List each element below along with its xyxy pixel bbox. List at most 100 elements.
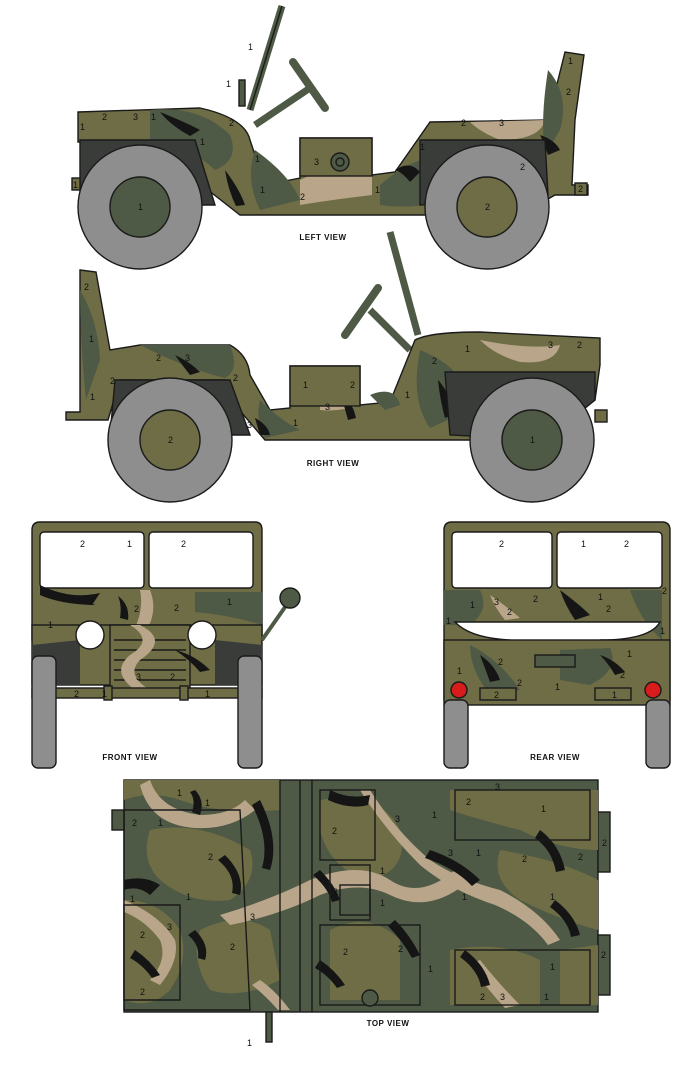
color-number-label: 2 xyxy=(350,380,355,390)
color-number-label: 2 xyxy=(566,87,571,97)
side-mirror xyxy=(279,587,301,609)
color-number-label: 1 xyxy=(568,56,573,66)
color-number-label: 2 xyxy=(398,944,403,954)
left-view-caption: LEFT VIEW xyxy=(299,233,346,242)
color-number-label: 3 xyxy=(395,814,400,824)
color-number-label: 3 xyxy=(500,992,505,1002)
front-right-tire xyxy=(237,655,263,769)
color-number-label: 1 xyxy=(151,112,156,122)
color-number-label: 1 xyxy=(462,892,467,902)
color-number-label: 1 xyxy=(375,185,380,195)
right-rear-hub xyxy=(501,409,563,471)
color-number-label: 1 xyxy=(90,392,95,402)
right-front-hub xyxy=(139,409,201,471)
color-number-label: 2 xyxy=(102,112,107,122)
color-number-label: 1 xyxy=(200,137,205,147)
color-number-label: 1 xyxy=(627,649,632,659)
color-number-label: 3 xyxy=(548,340,553,350)
top-antenna-mount xyxy=(265,1011,273,1043)
color-number-label: 2 xyxy=(230,942,235,952)
steering-column xyxy=(367,307,413,353)
color-number-label: 2 xyxy=(578,852,583,862)
color-number-label: 3 xyxy=(250,912,255,922)
color-number-label: 1 xyxy=(248,42,253,52)
color-number-label: 1 xyxy=(598,592,603,602)
color-number-label: 2 xyxy=(577,340,582,350)
rear-view-color-labels: 2 1 2 1 3 2 2 1 2 1 2 1 2 1 2 2 1 1 2 1 xyxy=(446,539,667,700)
color-number-label: 1 xyxy=(205,798,210,808)
color-number-label: 1 xyxy=(102,689,107,699)
antenna xyxy=(386,231,422,336)
color-number-label: 1 xyxy=(550,892,555,902)
color-number-label: 1 xyxy=(48,620,53,630)
rear-windshield-right xyxy=(556,531,663,589)
color-number-label: 3 xyxy=(495,782,500,792)
color-number-label: 1 xyxy=(432,810,437,820)
color-number-label: 2 xyxy=(466,797,471,807)
color-number-label: 1 xyxy=(476,848,481,858)
color-number-label: 1 xyxy=(446,616,451,626)
front-bumper xyxy=(31,687,263,699)
color-number-label: 1 xyxy=(303,380,308,390)
color-number-label: 2 xyxy=(156,353,161,363)
color-number-label: 1 xyxy=(465,344,470,354)
right-seat xyxy=(289,365,361,407)
rear-hitch xyxy=(534,654,576,668)
color-number-label: 2 xyxy=(507,607,512,617)
steering-wheel xyxy=(341,284,382,339)
color-number-label: 2 xyxy=(578,184,583,194)
color-number-label: 1 xyxy=(89,334,94,344)
color-number-label: 1 xyxy=(255,154,260,164)
color-number-label: 1 xyxy=(405,390,410,400)
front-windshield-left xyxy=(39,531,145,589)
color-number-label: 2 xyxy=(168,435,173,445)
color-number-label: 1 xyxy=(186,892,191,902)
color-number-label: 1 xyxy=(380,898,385,908)
color-number-label: 3 xyxy=(314,157,319,167)
rear-left-tire xyxy=(443,699,469,769)
color-number-label: 3 xyxy=(448,848,453,858)
color-number-label: 2 xyxy=(140,930,145,940)
color-number-label: 1 xyxy=(205,689,210,699)
color-number-label: 3 xyxy=(167,922,172,932)
color-number-label: 2 xyxy=(80,539,85,549)
color-number-label: 2 xyxy=(181,539,186,549)
top-view-caption: TOP VIEW xyxy=(367,1019,410,1028)
color-number-label: 2 xyxy=(432,356,437,366)
color-number-label: 1 xyxy=(660,626,665,636)
color-number-label: 2 xyxy=(343,947,348,957)
right-tail-light xyxy=(644,681,662,699)
color-number-label: 2 xyxy=(602,838,607,848)
right-headlight xyxy=(187,620,217,650)
color-number-label: 1 xyxy=(158,818,163,828)
color-number-label: 2 xyxy=(494,690,499,700)
color-number-label: 1 xyxy=(127,539,132,549)
steering-column xyxy=(253,85,312,128)
right-view: RIGHT VIEW 2 1 2 2 3 2 1 3 3 1 2 1 1 3 2… xyxy=(65,231,608,503)
color-number-label: 1 xyxy=(612,690,617,700)
color-number-label: 2 xyxy=(662,586,667,596)
color-number-label: 1 xyxy=(457,666,462,676)
color-number-label: 3 xyxy=(494,597,499,607)
color-number-label: 1 xyxy=(260,185,265,195)
color-number-label: 3 xyxy=(499,118,504,128)
color-number-label: 1 xyxy=(247,1038,252,1048)
color-number-label: 2 xyxy=(480,992,485,1002)
front-view: FRONT VIEW 2 1 2 1 2 2 1 2 3 2 1 2 1 xyxy=(31,521,301,769)
color-number-label: 2 xyxy=(174,603,179,613)
color-number-label: 1 xyxy=(227,597,232,607)
rear-windshield-left xyxy=(451,531,553,589)
color-number-label: 1 xyxy=(293,418,298,428)
left-front-hub xyxy=(109,176,171,238)
color-number-label: 2 xyxy=(498,657,503,667)
front-view-color-labels: 2 1 2 1 2 2 1 2 3 2 1 2 1 xyxy=(48,539,232,699)
color-number-label: 1 xyxy=(226,79,231,89)
right-view-caption: RIGHT VIEW xyxy=(307,459,360,468)
color-number-label: 2 xyxy=(517,678,522,688)
top-view-color-labels: 1 1 2 1 2 1 3 2 3 1 2 2 2 2 3 1 2 1 1 2 … xyxy=(130,782,607,1048)
front-left-tire xyxy=(31,655,57,769)
color-number-label: 2 xyxy=(333,887,338,897)
color-number-label: 2 xyxy=(233,373,238,383)
top-view: TOP VIEW 1 1 2 1 2 1 3 2 3 1 2 2 2 2 3 1… xyxy=(111,779,611,1048)
